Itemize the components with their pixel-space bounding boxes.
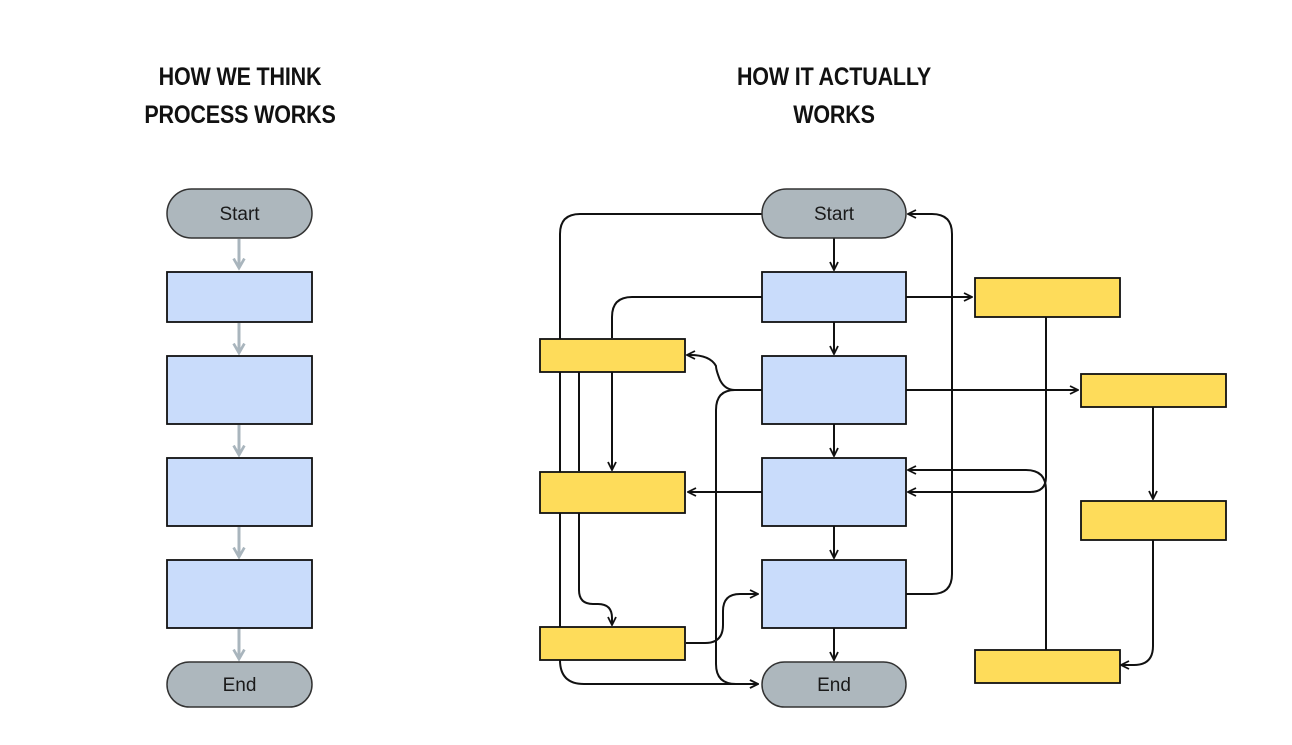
- title-ideal-line2: PROCESS WORKS: [144, 101, 336, 129]
- connector-p4-to-start: [906, 214, 953, 595]
- connector-start-to-y3-loop: [559, 213, 762, 627]
- connector-p2-to-end: [715, 389, 758, 684]
- title-actual-line1: HOW IT ACTUALLY: [736, 63, 932, 91]
- actual-start-node: [761, 188, 907, 239]
- connector-y3-to-p4: [686, 594, 758, 644]
- title-ideal-process: HOW WE THINK PROCESS WORKS: [111, 58, 369, 134]
- ideal-end-label: End: [223, 675, 257, 696]
- ideal-process-step-3: [166, 457, 313, 527]
- title-ideal-line1: HOW WE THINK: [158, 63, 322, 91]
- title-actual-process: HOW IT ACTUALLY WORKS: [705, 58, 963, 134]
- actual-end-label: End: [817, 675, 851, 696]
- ideal-start-node: [166, 188, 313, 239]
- title-actual-line2: WORKS: [793, 101, 875, 129]
- ideal-process-step-4: [166, 559, 313, 629]
- connector-p2-to-y1: [687, 355, 762, 391]
- detour-step-left-3: [539, 626, 686, 661]
- ideal-process-step-1: [166, 271, 313, 323]
- ideal-start-label: Start: [219, 204, 260, 225]
- connector-p1-to-y1: [611, 296, 762, 338]
- connector-y3-to-end: [559, 659, 758, 684]
- detour-step-left-2: [539, 471, 686, 514]
- actual-flow: Start End: [539, 188, 1227, 708]
- actual-process-step-2: [761, 355, 907, 425]
- ideal-process-step-2: [166, 355, 313, 425]
- actual-start-label: Start: [814, 204, 855, 225]
- ideal-flow: Start End: [166, 188, 313, 708]
- connector-yr4-to-p3: [908, 470, 1047, 650]
- detour-step-right-2: [1080, 373, 1227, 408]
- detour-step-left-1: [539, 338, 686, 373]
- detour-step-right-4: [974, 649, 1121, 684]
- detour-step-right-1: [974, 277, 1121, 318]
- connector-yr1-to-p3: [908, 317, 1047, 492]
- connector-yr3-to-yr4: [1121, 540, 1154, 665]
- actual-process-step-3: [761, 457, 907, 527]
- actual-end-node: [761, 661, 907, 708]
- ideal-end-node: [166, 661, 313, 708]
- actual-process-step-4: [761, 559, 907, 629]
- connector-y2-to-y3: [578, 513, 612, 625]
- actual-process-step-1: [761, 271, 907, 323]
- detour-step-right-3: [1080, 500, 1227, 541]
